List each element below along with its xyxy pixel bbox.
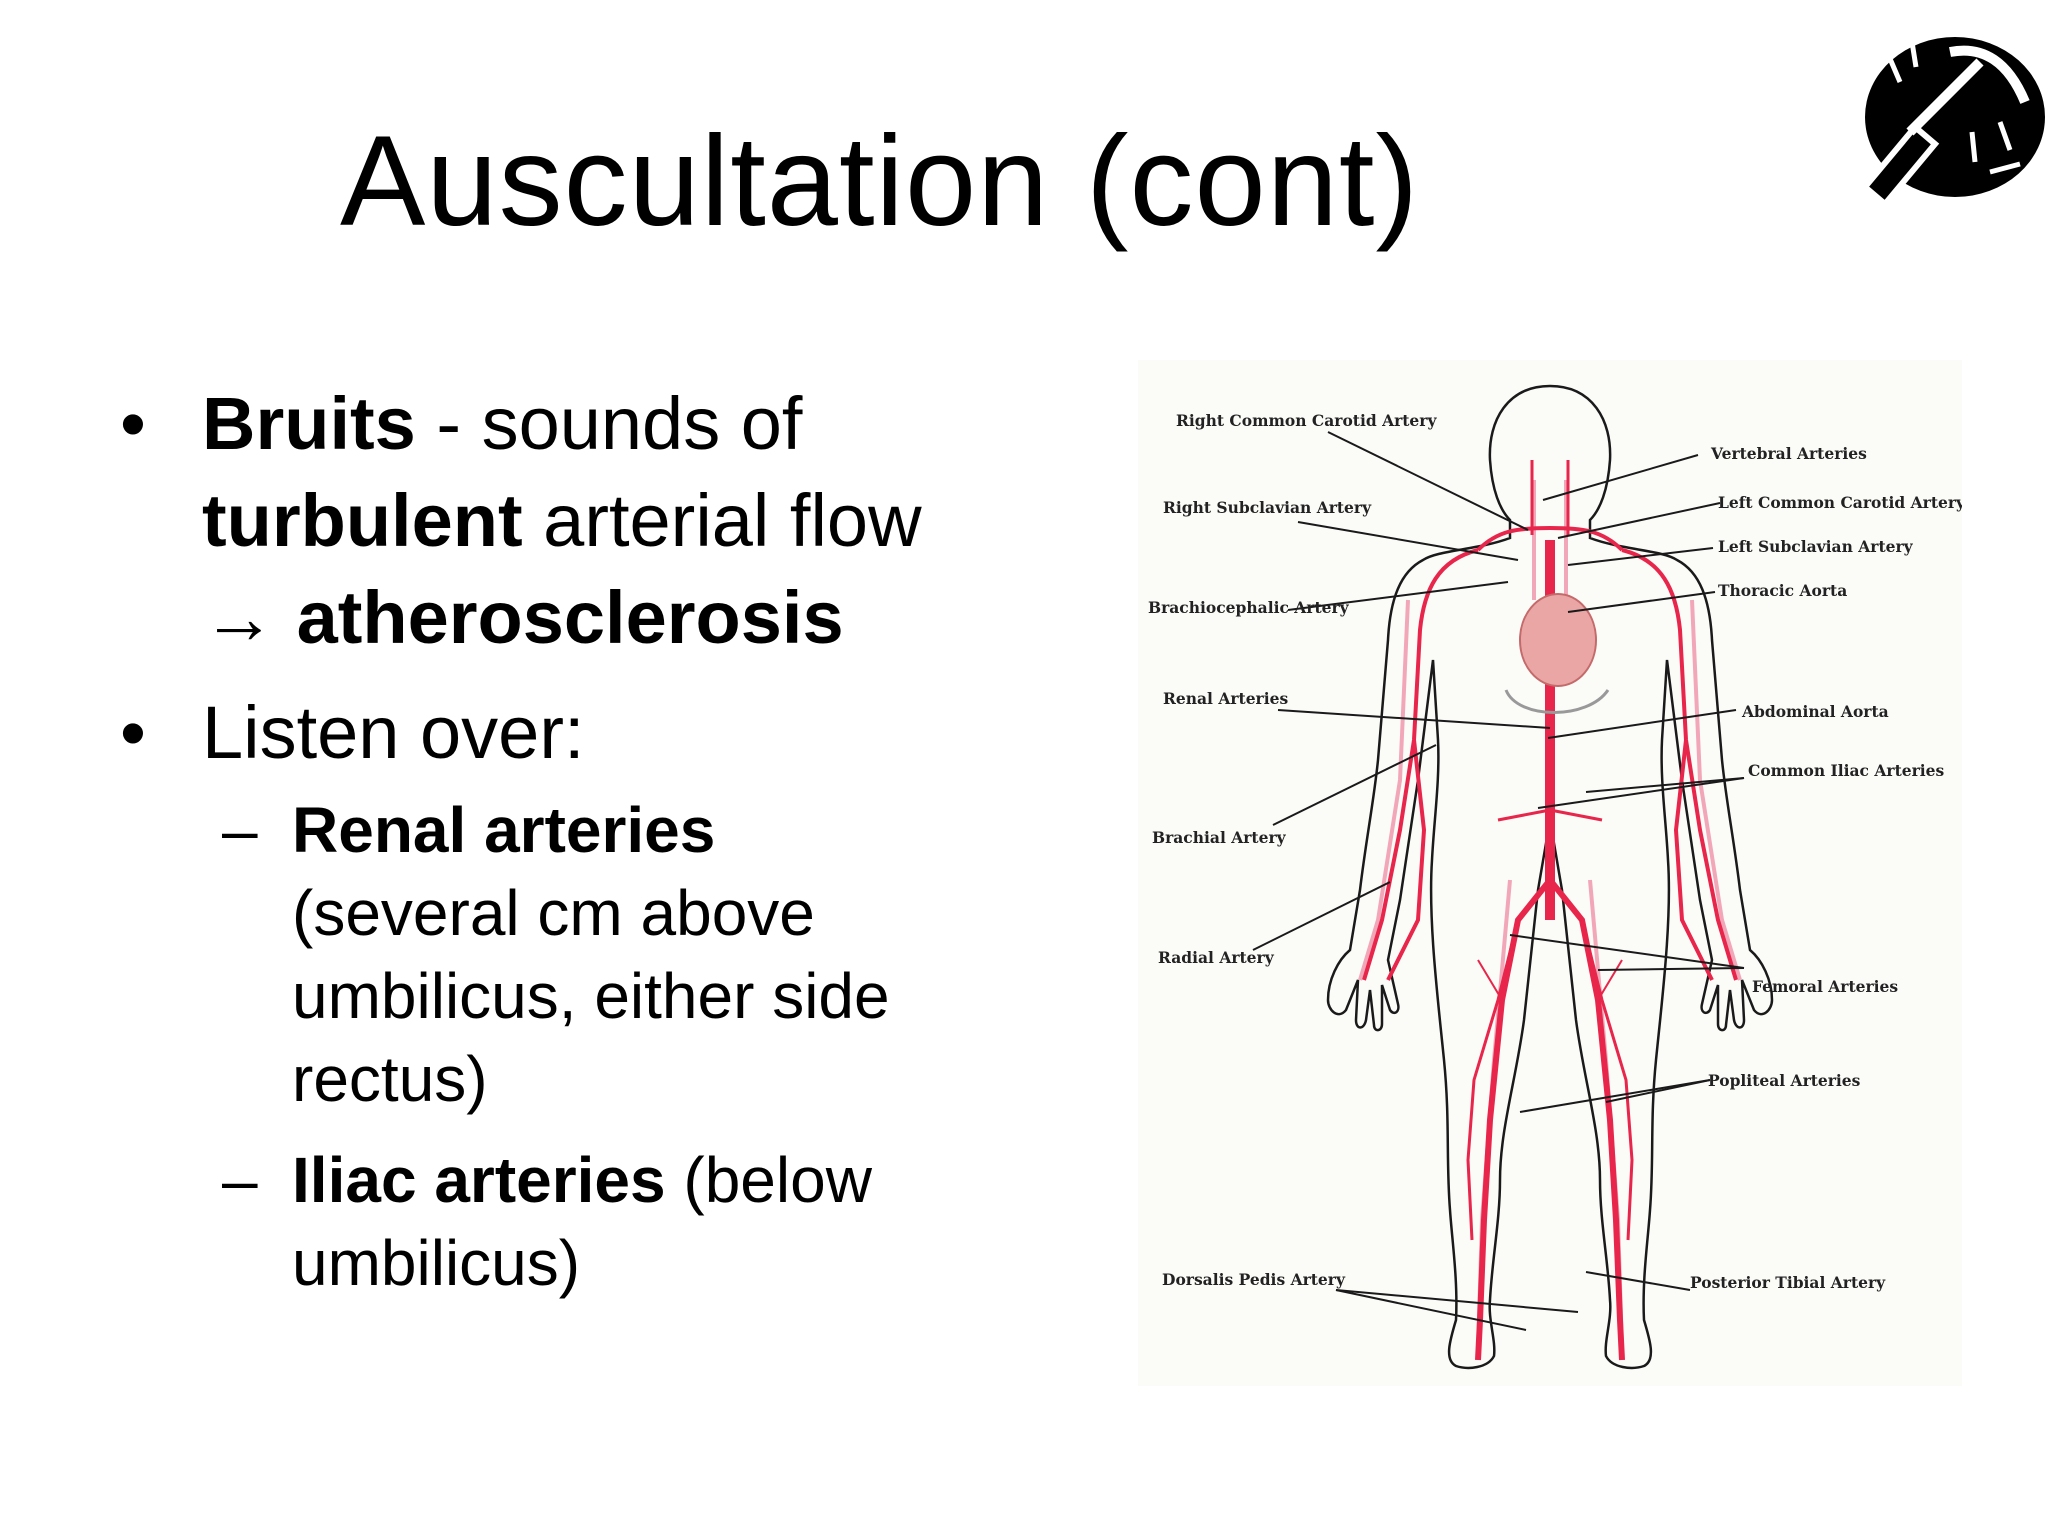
label-abdominal-aorta: Abdominal Aorta	[1741, 702, 1889, 721]
arrow-glyph: →	[202, 576, 276, 659]
slide-body: • Bruits - sounds of turbulent arterial …	[120, 375, 1020, 1305]
renal-detail: (several cm above umbilicus, either side…	[292, 877, 890, 1115]
bullet-listen: • Listen over:	[120, 684, 1020, 781]
label-dorsalis-pedis: Dorsalis Pedis Artery	[1162, 1270, 1346, 1289]
atherosclerosis-term: atherosclerosis	[296, 576, 844, 659]
renal-arteries-term: Renal arteries	[292, 794, 716, 866]
sub-bullet-renal: – Renal arteries (several cm above umbil…	[120, 789, 1020, 1121]
heart	[1519, 593, 1597, 687]
bullet-bruits: • Bruits - sounds of turbulent arterial …	[120, 375, 1020, 666]
listen-over-text: Listen over:	[202, 691, 585, 774]
arterial-system-diagram: Right Common Carotid Artery Right Subcla…	[1138, 360, 1962, 1386]
label-left-subclavian: Left Subclavian Artery	[1718, 537, 1914, 556]
label-right-common-carotid: Right Common Carotid Artery	[1176, 411, 1437, 430]
leader-lines	[1252, 431, 1745, 1331]
sub-bullet-dash: –	[222, 794, 258, 866]
label-radial: Radial Artery	[1158, 948, 1275, 967]
sub-bullet-iliac: – Iliac arteries (below umbilicus)	[120, 1139, 1020, 1305]
iliac-arteries-term: Iliac arteries	[292, 1144, 666, 1216]
label-common-iliac: Common Iliac Arteries	[1748, 761, 1945, 780]
label-renal: Renal Arteries	[1163, 689, 1288, 708]
label-thoracic-aorta: Thoracic Aorta	[1718, 581, 1847, 600]
label-left-common-carotid: Left Common Carotid Artery	[1718, 493, 1962, 512]
slide-title: Auscultation (cont)	[340, 110, 1420, 253]
bruits-sep: - sounds of	[415, 382, 803, 465]
label-brachiocephalic: Brachiocephalic Artery	[1148, 598, 1350, 617]
label-popliteal: Popliteal Arteries	[1708, 1071, 1861, 1090]
sub-bullet-dash: –	[222, 1144, 258, 1216]
iliac-detail: (below umbilicus)	[292, 1144, 872, 1299]
label-posterior-tibial: Posterior Tibial Artery	[1690, 1273, 1886, 1292]
bullet-marker: •	[120, 691, 146, 774]
label-femoral: Femoral Arteries	[1752, 977, 1898, 996]
label-vertebral: Vertebral Arteries	[1710, 444, 1867, 463]
bullet-marker: •	[120, 382, 146, 465]
label-right-subclavian: Right Subclavian Artery	[1163, 498, 1372, 517]
turbulent-term: turbulent	[202, 479, 523, 562]
reflex-hammer-icon	[1860, 37, 2045, 209]
arterial-flow-text: arterial flow	[522, 479, 922, 562]
bruits-term: Bruits	[202, 382, 416, 465]
label-brachial: Brachial Artery	[1152, 828, 1287, 847]
